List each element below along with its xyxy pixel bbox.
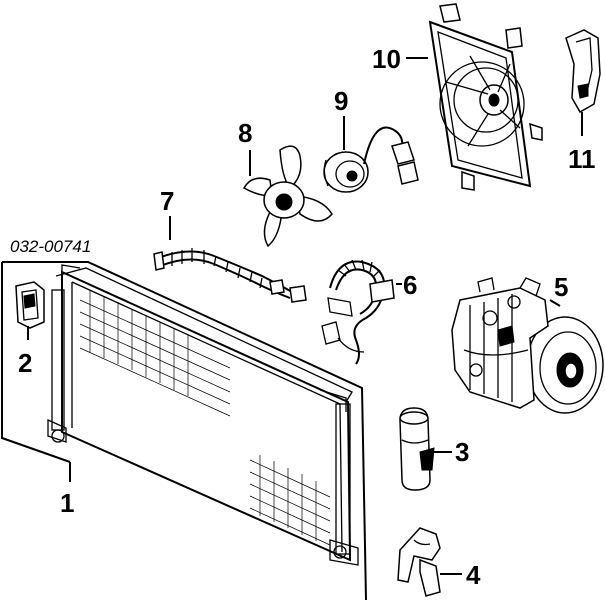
- part-6-hose: 6: [321, 259, 417, 365]
- part-11-bracket: 11: [565, 29, 601, 174]
- part-code-label: 032-00741: [10, 237, 91, 256]
- callout-7: 7: [160, 186, 174, 216]
- callout-5: 5: [554, 272, 568, 302]
- callout-11: 11: [568, 144, 596, 174]
- callout-8: 8: [238, 118, 252, 148]
- callout-10: 10: [372, 44, 401, 74]
- callout-3: 3: [455, 437, 469, 467]
- part-3-receiver-drier: 3: [399, 407, 469, 491]
- callout-1: 1: [60, 488, 74, 518]
- callout-4: 4: [466, 560, 481, 590]
- part-1-condenser: 1: [0, 261, 367, 600]
- callout-9: 9: [334, 86, 348, 116]
- part-5-compressor: 5: [451, 272, 604, 414]
- part-7-harness: 7: [153, 186, 307, 303]
- callout-2: 2: [18, 348, 32, 378]
- callout-6: 6: [403, 270, 417, 300]
- part-9-fan-motor: 9: [323, 86, 419, 193]
- part-2-bracket: 2: [15, 281, 45, 378]
- part-8-fan: 8: [238, 118, 333, 248]
- part-10-fan-shroud: 10: [372, 3, 543, 191]
- part-4-drier-bracket: 4: [397, 527, 481, 597]
